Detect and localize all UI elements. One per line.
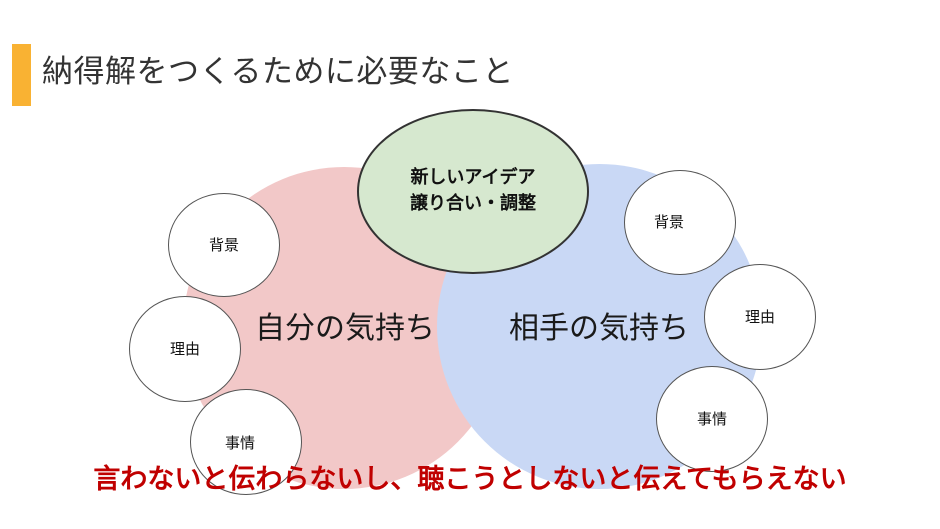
left-reason-label: 理由 [169,340,200,358]
left-circumstances-circle [190,389,302,495]
left-background-label: 背景 [208,236,239,254]
left-circumstances-label: 事情 [224,434,255,452]
right-background-circle [624,170,736,275]
right-circumstances-circle [656,366,768,472]
right-circumstances-label: 事情 [696,410,727,428]
new-idea-label: 新しいアイデア [410,167,536,188]
footer-message: 言わないと伝わらないし、聴こうとしないと伝えてもらえない [93,464,847,495]
right-reason-label: 理由 [744,308,775,326]
new-idea-circle [357,109,589,274]
title-accent-bar [12,44,31,106]
right-background-label: 背景 [653,213,684,231]
negotiation-label: 譲り合い・調整 [410,193,536,214]
my-feelings-label: 自分の気持ち [255,311,435,346]
slide-title: 納得解をつくるために必要なこと [42,54,514,90]
left-background-circle [168,193,280,297]
partner-feelings-label: 相手の気持ち [509,311,689,346]
right-reason-circle [704,264,816,370]
left-reason-circle [129,296,241,402]
